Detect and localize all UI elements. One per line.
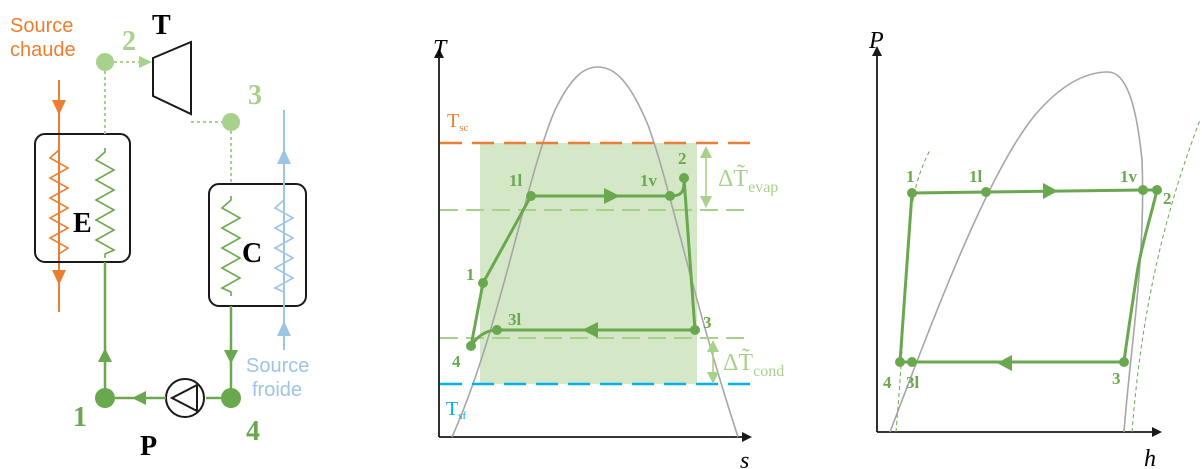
ph-point-3: [1119, 357, 1129, 367]
ph-diagram: P h 4 3l 1 1l 1v 2 3: [868, 28, 1201, 469]
ts-label-1v: 1v: [640, 171, 658, 190]
ts-point-1v: [665, 191, 675, 201]
state-2-label: 2: [122, 26, 136, 57]
ph-label-4: 4: [883, 373, 892, 392]
ts-point-3: [690, 325, 700, 335]
turbine-label: T: [152, 10, 171, 41]
ph-point-2: [1152, 185, 1162, 195]
ph-label-1l: 1l: [969, 167, 983, 186]
ph-point-1l: [981, 187, 991, 197]
ts-hot-source-temp: Tsc: [447, 110, 468, 134]
state-3-label: 3: [248, 80, 262, 111]
ts-arrow-cond: [582, 322, 598, 338]
condenser-box: [208, 183, 307, 307]
condenser-label: C: [242, 238, 262, 269]
ph-point-1: [907, 188, 917, 198]
state-point-1: [95, 388, 115, 408]
ts-diagram: T s Tsc Tsf ΔT̃evap ΔT̃cond: [433, 36, 784, 469]
state-point-4: [221, 388, 241, 408]
ts-label-3: 3: [703, 313, 712, 332]
state-point-2: [96, 53, 114, 71]
ts-saturation-dome: [451, 66, 739, 438]
ts-point-3l: [492, 325, 502, 335]
ts-label-2: 2: [678, 149, 687, 168]
ph-cycle-path: [898, 188, 1159, 364]
ts-cold-source-temp: Tsf: [446, 398, 466, 422]
ph-arrow-cond: [997, 355, 1012, 371]
flow-arrow-left: [132, 391, 146, 405]
ts-x-axis-label: s: [740, 448, 749, 469]
evaporator-fluid-coil: [94, 148, 116, 258]
ts-delta-cond-label: ΔT̃cond: [723, 348, 784, 380]
ts-y-axis-label: T: [433, 36, 448, 62]
ts-point-2: [679, 173, 689, 183]
ph-point-4: [895, 357, 905, 367]
ts-delta-cond-bracket: [707, 340, 719, 384]
flow-arrow-down-right: [224, 350, 238, 364]
state-4-label: 4: [246, 416, 260, 447]
ts-label-4: 4: [452, 352, 461, 371]
ph-point-3l: [907, 357, 917, 367]
ph-x-axis-label: h: [1144, 446, 1156, 469]
ts-delta-evap-bracket: [700, 146, 712, 208]
evaporator-box: [34, 133, 131, 263]
ph-arrow-evap: [1043, 183, 1058, 199]
ph-point-1v: [1138, 185, 1148, 195]
hot-source-label: Source chaude: [10, 15, 79, 61]
ts-label-1l: 1l: [509, 171, 523, 190]
flow-arrow-up-left: [98, 348, 112, 362]
ts-point-1: [478, 278, 488, 288]
condenser-fluid-coil: [220, 196, 242, 296]
hot-source-stream: [48, 80, 70, 312]
state-point-3: [222, 113, 240, 131]
cold-source-label: Source froide: [246, 355, 315, 401]
state-1-label: 1: [73, 402, 87, 433]
ph-saturation-dome: [889, 71, 1144, 433]
ph-label-2: 2: [1163, 189, 1172, 208]
ts-point-1l: [526, 191, 536, 201]
ph-y-axis-label: P: [868, 28, 884, 54]
cold-source-stream: [273, 110, 295, 350]
ph-label-1v: 1v: [1120, 167, 1138, 186]
ph-label-3l: 3l: [906, 373, 920, 392]
cycle-schematic: Source chaude E 2 T 3: [10, 10, 315, 462]
pump-triangle: [169, 383, 198, 413]
ts-arrow-evap: [604, 188, 620, 204]
pump-label: P: [140, 431, 157, 462]
ph-label-1: 1: [906, 167, 915, 186]
ts-delta-evap-label: ΔT̃evap: [718, 164, 778, 196]
ph-dashed-curve-right: [1131, 119, 1201, 433]
ts-label-3l: 3l: [508, 310, 522, 329]
ts-point-4: [466, 341, 476, 351]
evaporator-label: E: [73, 208, 92, 239]
turbine-shape: [152, 40, 192, 116]
ph-label-3: 3: [1112, 369, 1121, 388]
ph-dashed-curve-left: [895, 149, 931, 433]
ts-label-1: 1: [466, 265, 475, 284]
ts-heat-exchange-region: [480, 143, 697, 384]
